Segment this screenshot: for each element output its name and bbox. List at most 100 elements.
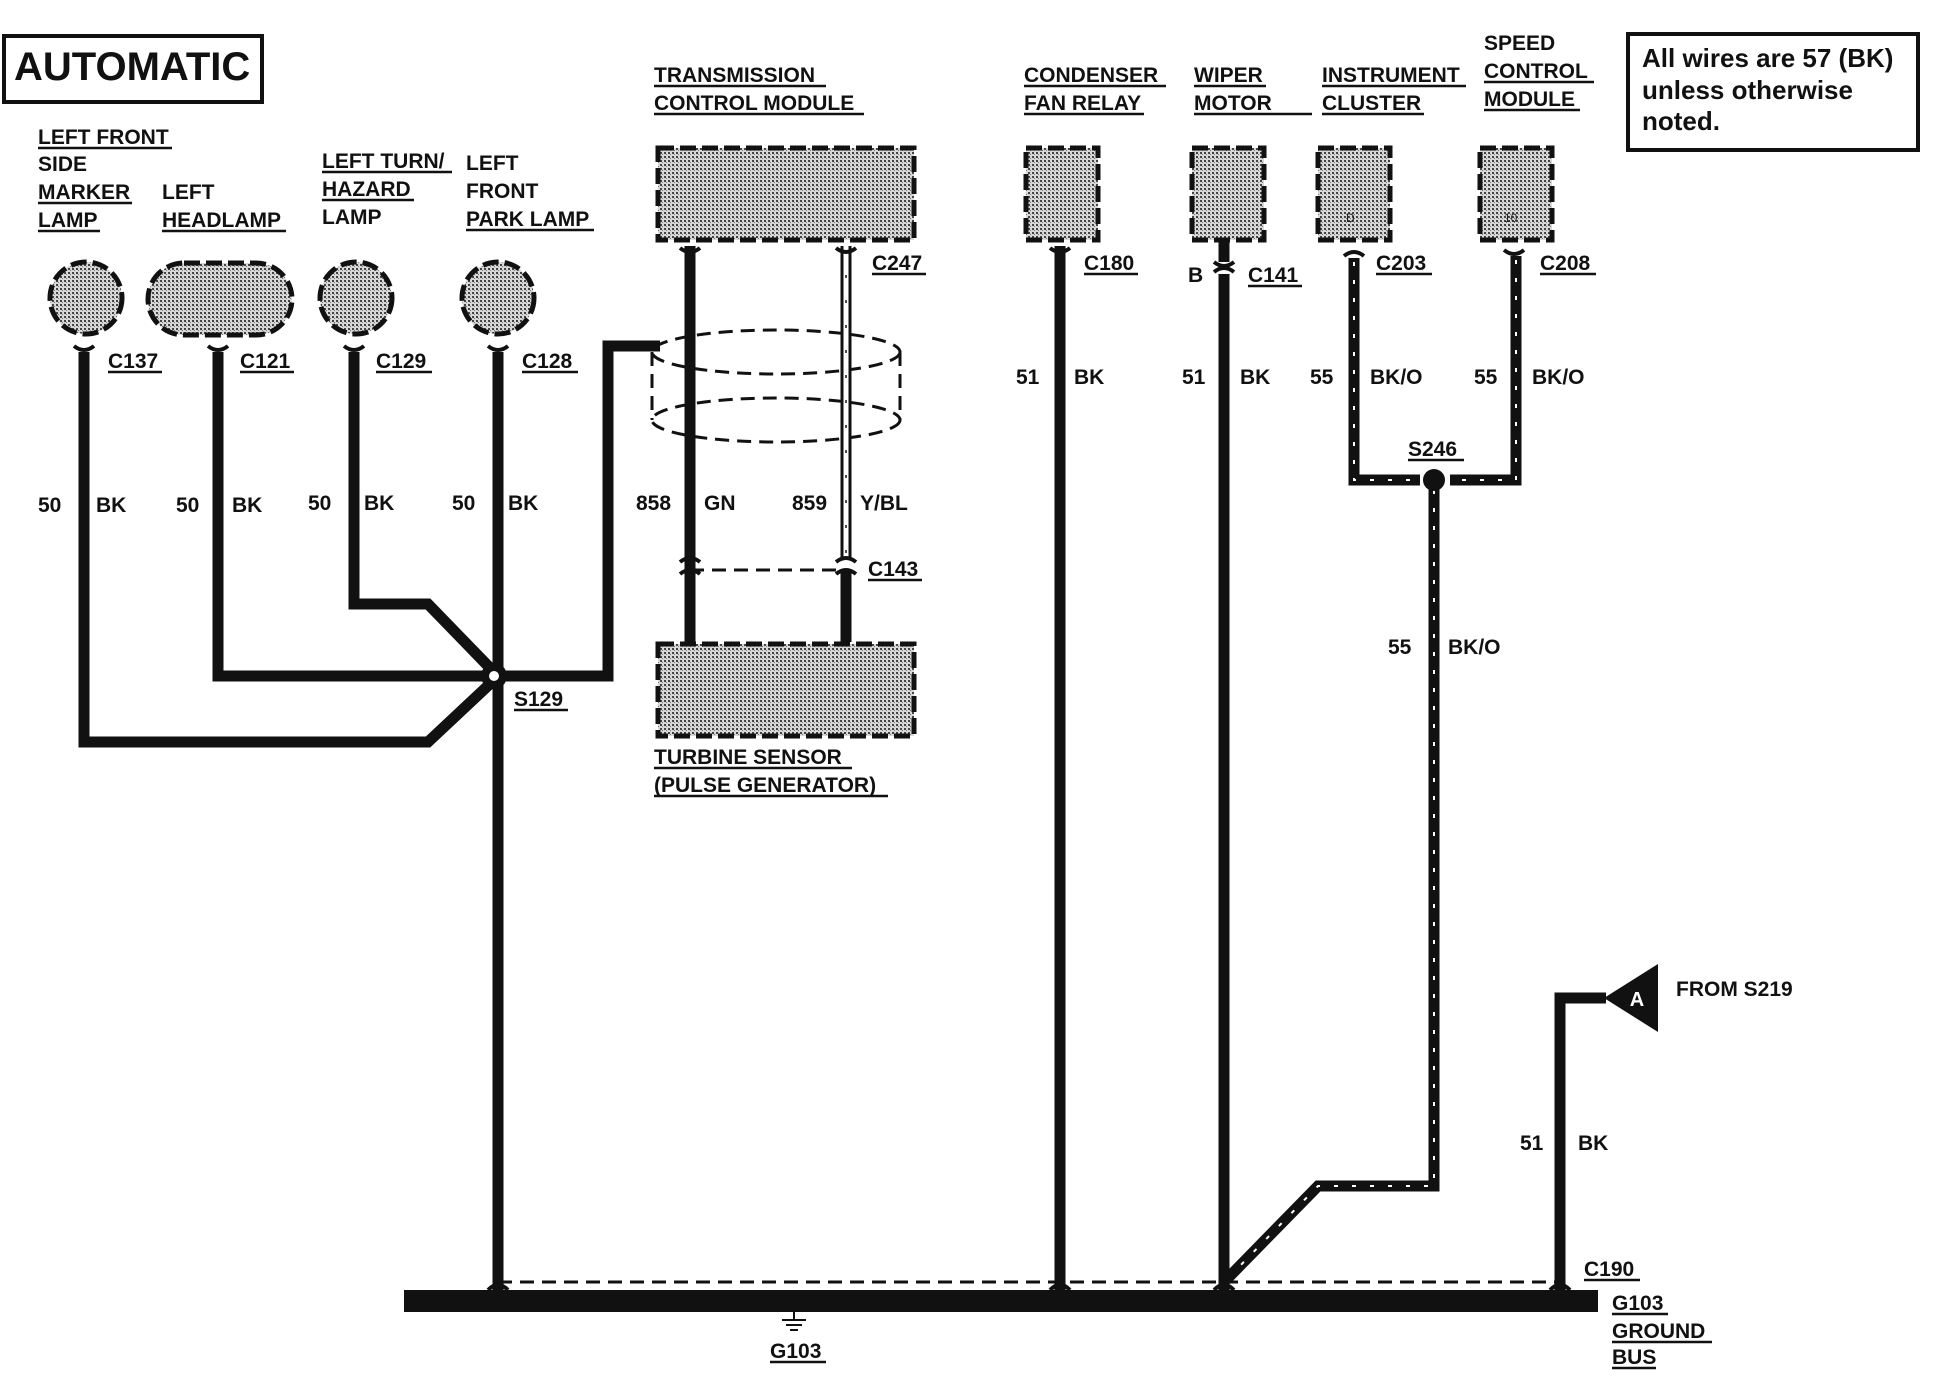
- turbine-sensor-body: [655, 641, 917, 739]
- lf-side-marker-label-4: LAMP: [38, 209, 98, 232]
- from-s219: A FROM S219 51 BK C190: [1520, 964, 1793, 1290]
- w-from-s219-color: BK: [1578, 1132, 1608, 1155]
- offpage-letter: A: [1630, 989, 1644, 1011]
- offpage-connector-icon: [1604, 964, 1658, 1032]
- splice-s246: S246 55 BK/O: [1222, 438, 1501, 1284]
- ground-bus-label-2: GROUND: [1612, 1320, 1705, 1343]
- ground-bus: G103 G103 GROUND BUS: [404, 1280, 1712, 1370]
- connector-c128: C128: [522, 350, 573, 373]
- turbine-sensor: TURBINE SENSOR (PULSE GENERATOR): [654, 641, 917, 798]
- connector-c129: C129: [376, 350, 426, 373]
- condenser-label-2: FAN RELAY: [1024, 92, 1141, 115]
- transmission-control-module: TRANSMISSION CONTROL MODULE: [654, 64, 917, 243]
- lf-park-lamp-body: [459, 259, 537, 337]
- connector-c143: C143: [868, 558, 918, 581]
- speed-control-module: SPEED CONTROL MODULE 10 C208 55 BK/O: [1450, 32, 1596, 486]
- splice-s246-label: S246: [1408, 438, 1457, 461]
- w-s246-circuit: 55: [1388, 636, 1412, 659]
- lf-park-label-2: FRONT: [466, 180, 538, 203]
- w-s246-color: BK/O: [1448, 636, 1501, 659]
- tcm-label-1: TRANSMISSION: [654, 64, 815, 87]
- w-park-color: BK: [508, 492, 538, 515]
- lf-side-marker-label-2: SIDE: [38, 153, 87, 176]
- note-box: All wires are 57 (BK) unless otherwise n…: [1626, 32, 1920, 152]
- w-turn-color: BK: [364, 492, 394, 515]
- note-line-2: unless otherwise: [1642, 75, 1853, 105]
- w-858-circuit: 858: [636, 492, 671, 515]
- left-headlamp-label-2: HEADLAMP: [162, 209, 281, 232]
- shield-cylinder: [650, 328, 902, 444]
- lf-side-marker-label-1: LEFT FRONT: [38, 126, 169, 149]
- w-859-circuit: 859: [792, 492, 827, 515]
- splice-s129-label: S129: [514, 688, 563, 711]
- ground-g103-label: G103: [770, 1340, 821, 1363]
- cluster-label-2: CLUSTER: [1322, 92, 1421, 115]
- ground-bus-label-3: BUS: [1612, 1346, 1656, 1369]
- speed-label-2: CONTROL: [1484, 60, 1588, 83]
- turbine-sensor-label-1: TURBINE SENSOR: [654, 746, 842, 769]
- connector-c121: C121: [240, 350, 291, 373]
- left-turn-lamp-body: [317, 259, 395, 337]
- splice-s129: S129: [481, 663, 568, 712]
- condenser-fan-relay: CONDENSER FAN RELAY C180 51 BK: [1016, 64, 1166, 1290]
- cluster-pin: D: [1346, 211, 1355, 225]
- speed-label-3: MODULE: [1484, 88, 1575, 111]
- left-headlamp-body: [145, 260, 295, 338]
- lf-park-lamp: LEFT FRONT PARK LAMP: [459, 152, 594, 337]
- offpage-label: FROM S219: [1676, 978, 1793, 1001]
- wiper-motor-body: [1189, 145, 1267, 243]
- w-cluster-circuit: 55: [1310, 366, 1334, 389]
- w-wiper-circuit: 51: [1182, 366, 1206, 389]
- w-cluster-color: BK/O: [1370, 366, 1423, 389]
- wiper-label-2: MOTOR: [1194, 92, 1272, 115]
- condenser-label-1: CONDENSER: [1024, 64, 1158, 87]
- w-side-marker-color: BK: [96, 494, 126, 517]
- w-turn-circuit: 50: [308, 492, 331, 515]
- ground-bus-label-1: G103: [1612, 1292, 1663, 1315]
- w-condenser-circuit: 51: [1016, 366, 1040, 389]
- speed-pin: 10: [1504, 211, 1518, 225]
- left-turn-hazard-lamp: LEFT TURN/ HAZARD LAMP: [317, 150, 452, 337]
- lamp-wires: [78, 340, 660, 1290]
- connector-c203: C203: [1376, 252, 1426, 275]
- connector-c247: C247: [872, 252, 922, 275]
- note-line-1: All wires are 57 (BK): [1642, 43, 1893, 73]
- turbine-sensor-label-2: (PULSE GENERATOR): [654, 774, 876, 797]
- wiper-label-1: WIPER: [1194, 64, 1263, 87]
- connector-c141: C141: [1248, 264, 1299, 287]
- left-turn-label-1: LEFT TURN/: [322, 150, 445, 173]
- lf-side-marker-lamp-body: [47, 259, 125, 337]
- w-condenser-color: BK: [1074, 366, 1104, 389]
- ground-icon: [782, 1312, 806, 1331]
- cluster-body: [1315, 145, 1393, 243]
- connector-c137: C137: [108, 350, 158, 373]
- w-from-s219-circuit: 51: [1520, 1132, 1544, 1155]
- instrument-cluster: INSTRUMENT CLUSTER D C203 55 BK/O: [1310, 64, 1466, 486]
- cluster-label-1: INSTRUMENT: [1322, 64, 1460, 87]
- ground-bus-bar: [404, 1290, 1598, 1312]
- w-858-color: GN: [704, 492, 736, 515]
- left-turn-label-3: LAMP: [322, 206, 382, 229]
- w-side-marker-circuit: 50: [38, 494, 61, 517]
- wiper-pin-b: B: [1188, 264, 1203, 287]
- speed-label-1: SPEED: [1484, 32, 1555, 55]
- note-line-3: noted.: [1642, 106, 1720, 136]
- lf-side-marker-label-3: MARKER: [38, 181, 130, 204]
- w-speed-color: BK/O: [1532, 366, 1585, 389]
- left-headlamp: LEFT HEADLAMP: [145, 181, 295, 338]
- lamp-wire-labels: 50 BK 50 BK 50 BK 50 BK: [38, 492, 538, 517]
- w-headlamp-color: BK: [232, 494, 262, 517]
- w-859-color: Y/BL: [860, 492, 908, 515]
- left-turn-label-2: HAZARD: [322, 178, 411, 201]
- condenser-relay-body: [1023, 145, 1101, 243]
- w-headlamp-circuit: 50: [176, 494, 199, 517]
- lf-park-label-1: LEFT: [466, 152, 519, 175]
- w-speed-circuit: 55: [1474, 366, 1498, 389]
- lamp-connectors: C137 C121 C129 C128: [72, 344, 578, 374]
- w-park-circuit: 50: [452, 492, 475, 515]
- tcm-body: [655, 145, 917, 243]
- connector-c190: C190: [1584, 1258, 1634, 1281]
- title-box: AUTOMATIC: [2, 34, 264, 104]
- diagram-title: AUTOMATIC: [14, 45, 250, 89]
